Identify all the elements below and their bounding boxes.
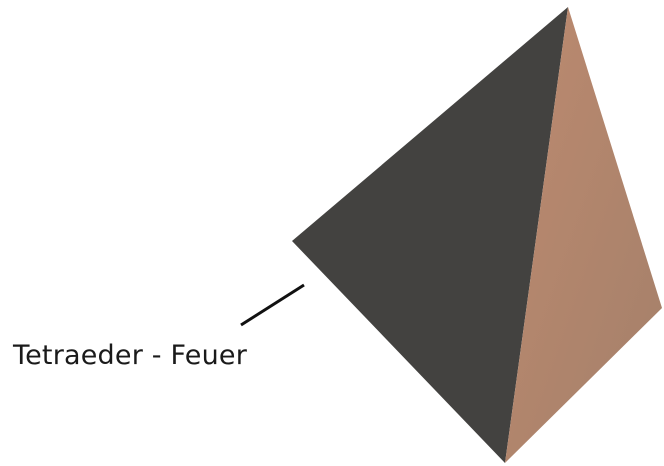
tetrahedron-dark-face bbox=[292, 7, 568, 463]
tetrahedron-light-face bbox=[505, 7, 662, 463]
tetrahedron-label: Tetraeder - Feuer bbox=[13, 340, 248, 371]
leader-line bbox=[240, 283, 305, 327]
